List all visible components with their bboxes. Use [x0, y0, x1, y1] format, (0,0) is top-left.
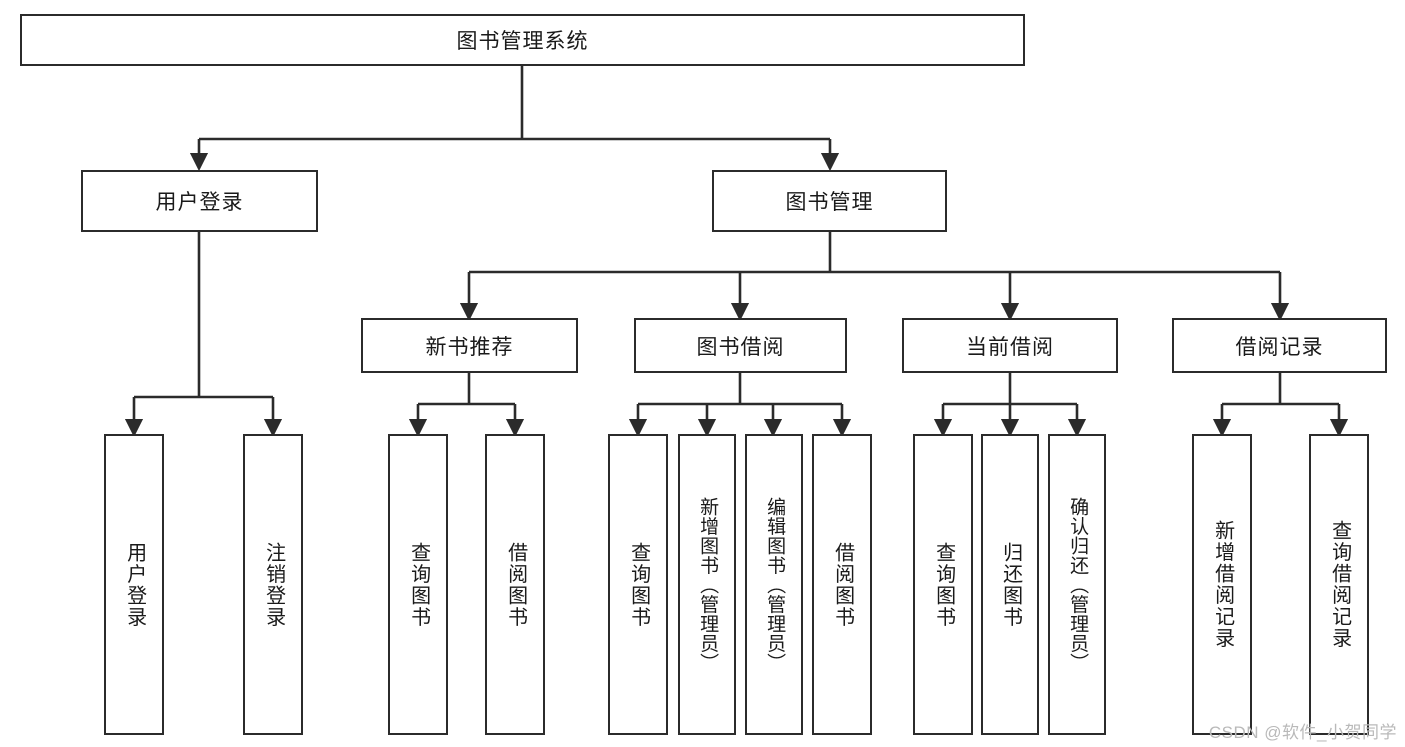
- node-label: 查询图书: [407, 541, 430, 628]
- leaf-query-book-1[interactable]: 查询图书: [388, 434, 448, 735]
- node-label: 归还图书: [999, 541, 1022, 628]
- leaf-query-book-3[interactable]: 查询图书: [913, 434, 973, 735]
- leaf-user-logout[interactable]: 注销登录: [243, 434, 303, 735]
- leaf-return-book[interactable]: 归还图书: [981, 434, 1039, 735]
- node-current-borrow[interactable]: 当前借阅: [902, 318, 1118, 373]
- leaf-confirm-return[interactable]: 确认归还（管理员）: [1048, 434, 1106, 735]
- node-user-login[interactable]: 用户登录: [81, 170, 318, 232]
- node-label: 查询借阅记录: [1328, 520, 1351, 649]
- node-book-manage[interactable]: 图书管理: [712, 170, 947, 232]
- node-label: 图书管理: [785, 191, 874, 214]
- node-label: 图书管理系统: [456, 30, 589, 53]
- node-label: 确认归还（管理员）: [1067, 496, 1089, 673]
- node-new-book-recommend[interactable]: 新书推荐: [361, 318, 578, 373]
- node-label: 注销登录: [262, 541, 285, 628]
- node-label: 查询图书: [627, 541, 650, 628]
- leaf-query-book-2[interactable]: 查询图书: [608, 434, 668, 735]
- node-borrow-record[interactable]: 借阅记录: [1172, 318, 1387, 373]
- leaf-add-book[interactable]: 新增图书（管理员）: [678, 434, 736, 735]
- node-label: 借阅图书: [504, 541, 527, 628]
- leaf-query-record[interactable]: 查询借阅记录: [1309, 434, 1369, 735]
- node-book-borrow[interactable]: 图书借阅: [634, 318, 847, 373]
- leaf-add-record[interactable]: 新增借阅记录: [1192, 434, 1252, 735]
- leaf-borrow-book-2[interactable]: 借阅图书: [812, 434, 872, 735]
- node-label: 用户登录: [155, 191, 244, 214]
- node-root-book-management-system[interactable]: 图书管理系统: [20, 14, 1025, 66]
- node-label: 编辑图书（管理员）: [764, 496, 786, 673]
- node-label: 新增借阅记录: [1211, 520, 1234, 649]
- node-label: 新增图书（管理员）: [697, 496, 719, 673]
- node-label: 用户登录: [123, 541, 146, 628]
- node-label: 图书借阅: [696, 335, 785, 359]
- node-label: 借阅图书: [831, 541, 854, 628]
- leaf-user-login[interactable]: 用户登录: [104, 434, 164, 735]
- leaf-edit-book[interactable]: 编辑图书（管理员）: [745, 434, 803, 735]
- csdn-watermark: CSDN @软件_小贺同学: [1208, 723, 1397, 742]
- leaf-borrow-book-1[interactable]: 借阅图书: [485, 434, 545, 735]
- node-label: 借阅记录: [1235, 335, 1324, 359]
- node-label: 查询图书: [932, 541, 955, 628]
- node-label: 当前借阅: [966, 335, 1054, 359]
- node-label: 新书推荐: [425, 335, 514, 359]
